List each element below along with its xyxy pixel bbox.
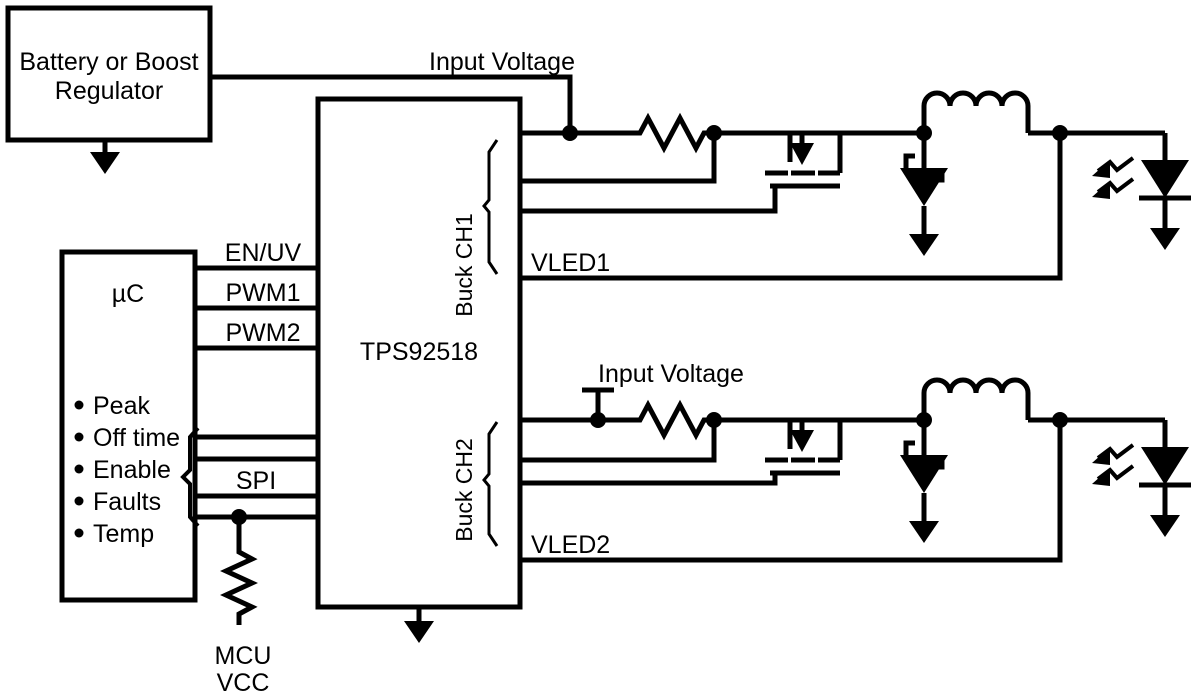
ch1-mosfet-body-arrow — [790, 143, 814, 165]
mcu-feature-2: Enable — [93, 456, 171, 484]
pin-label-pwm1: PWM1 — [226, 279, 301, 307]
tps92518-ic-block: TPS92518 Buck CH1 Buck CH2 — [315, 96, 523, 643]
buck-ch1-label: Buck CH1 — [451, 213, 477, 317]
pin-label-pwm2: PWM2 — [226, 319, 301, 347]
ch2-isense-feedback-wire — [520, 420, 717, 463]
junction-dot — [562, 125, 578, 141]
pullup-resistor — [220, 547, 258, 625]
mcu-feature-3: Faults — [93, 488, 161, 516]
pin-label-spi: SPI — [236, 467, 276, 495]
ch2-mosfet — [765, 420, 843, 476]
ch2-catch-diode — [900, 420, 948, 543]
ic-part-number-label: TPS92518 — [360, 338, 478, 366]
ch1-catch-diode — [900, 133, 948, 256]
pin-labels: EN/UV PWM1 PWM2 SPI — [225, 239, 302, 495]
junction-dot — [590, 412, 606, 428]
input-voltage-net-ch1: Input Voltage — [210, 48, 575, 133]
ch1-emission-arrowhead-1 — [1092, 160, 1110, 178]
battery-boost-regulator-block: Battery or Boost Regulator — [5, 5, 213, 174]
bullet-icon — [74, 496, 84, 506]
ch1-vled-return-wire — [520, 133, 1063, 281]
battery-label-line2: Regulator — [55, 77, 163, 105]
ch1-led — [1092, 133, 1191, 250]
mcu-to-ic-pin-bus — [192, 252, 318, 520]
mcu-vcc-label-line2: VCC — [217, 669, 270, 695]
bullet-icon — [74, 464, 84, 474]
microcontroller-block: µC Peak Off time Enable Faults Temp — [59, 249, 200, 603]
ch2-gate-drive-wire — [520, 473, 778, 486]
mcu-label: µC — [112, 280, 144, 308]
vled1-label: VLED1 — [531, 249, 610, 277]
mcu-feature-list: Peak Off time Enable Faults Temp — [74, 392, 180, 548]
vled2-label: VLED2 — [531, 531, 610, 559]
input-voltage-label-ch2: Input Voltage — [598, 360, 744, 388]
mcu-feature-1: Off time — [93, 424, 180, 452]
ch1-isense-feedback-wire — [520, 133, 717, 184]
channel-1-power-stage: VLED1 — [520, 90, 1191, 281]
bullet-icon — [74, 528, 84, 538]
pin-label-en-uv: EN/UV — [225, 239, 302, 267]
battery-label-line1: Battery or Boost — [19, 48, 198, 76]
ch1-sense-resistor — [630, 112, 714, 154]
ch2-vled-return-wire — [520, 420, 1063, 563]
ch2-inductor — [921, 377, 1031, 420]
mcu-vcc-pullup-branch: MCU VCC — [215, 509, 272, 695]
buck-ch2-brace — [482, 421, 499, 547]
mcu-vcc-label-line1: MCU — [215, 642, 272, 670]
channel-2-power-stage: Input Voltage — [520, 360, 1191, 563]
feature-group-brace — [180, 426, 200, 528]
mcu-feature-0: Peak — [93, 392, 150, 420]
bullet-icon — [74, 432, 84, 442]
ch2-sense-resistor — [630, 399, 714, 441]
ch1-gate-drive-wire — [520, 186, 778, 214]
mcu-feature-4: Temp — [93, 520, 154, 548]
ch2-mosfet-body-arrow — [790, 430, 814, 452]
ch2-emission-arrowhead-2 — [1092, 468, 1110, 486]
buck-ch1-brace — [482, 139, 499, 275]
ch1-emission-arrowhead-2 — [1092, 181, 1110, 199]
input-voltage-label-top: Input Voltage — [429, 48, 575, 76]
ch2-led — [1092, 420, 1191, 537]
ch2-emission-arrowhead-1 — [1092, 447, 1110, 465]
ch1-inductor — [921, 90, 1031, 133]
buck-ch2-label: Buck CH2 — [451, 438, 477, 542]
bullet-icon — [74, 400, 84, 410]
